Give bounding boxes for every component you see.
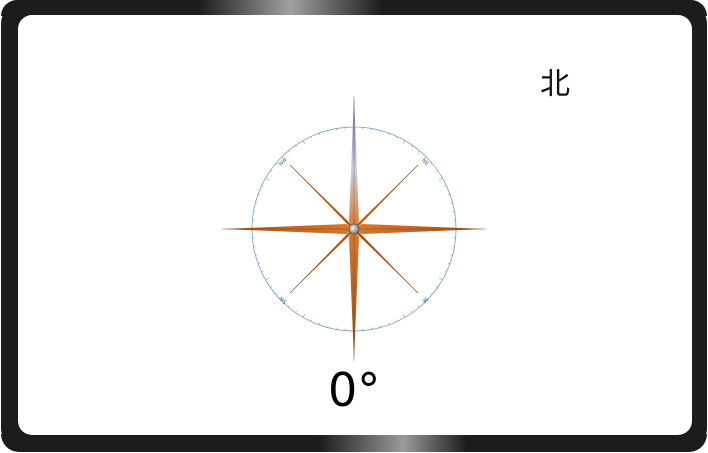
ring-tick — [255, 202, 258, 204]
ring-tick — [327, 325, 329, 328]
ring-tick — [418, 150, 420, 153]
ring-tick — [395, 319, 398, 322]
compass-hub — [348, 223, 360, 235]
ring-tick — [379, 130, 381, 133]
ring-tick — [438, 177, 443, 181]
ring-tick — [327, 130, 329, 133]
direction-label: 北 — [540, 67, 570, 102]
ring-tick — [424, 299, 427, 302]
ring-tick — [430, 293, 433, 295]
ring-label-se: SE — [420, 295, 429, 304]
ring-tick — [387, 322, 390, 325]
ring-tick — [302, 140, 306, 145]
ring-tick — [447, 262, 450, 265]
ring-tick — [430, 163, 433, 165]
ring-tick — [438, 277, 443, 281]
ring-tick — [424, 156, 427, 159]
ring-tick — [281, 156, 284, 159]
ring-tick — [258, 193, 261, 196]
ring-tick — [450, 254, 453, 256]
ring-tick — [379, 325, 381, 328]
ring-tick — [265, 277, 270, 281]
ring-tick — [288, 150, 290, 153]
ring-tick — [258, 262, 261, 265]
ring-tick — [447, 193, 450, 196]
ring-label-sw: SW — [278, 295, 288, 305]
ring-tick — [395, 136, 398, 139]
ring-tick — [450, 202, 453, 204]
ring-tick — [265, 177, 270, 181]
ring-label-ne: NE — [420, 158, 429, 167]
ring-tick — [310, 319, 313, 322]
ring-tick — [270, 170, 273, 172]
ring-tick — [444, 270, 447, 273]
ring-tick — [411, 145, 413, 148]
ring-tick — [435, 286, 438, 288]
heading-readout: 0° — [328, 363, 381, 417]
ring-tick — [435, 170, 438, 172]
ring-tick — [275, 293, 278, 295]
ring-tick — [318, 322, 321, 325]
ring-tick — [444, 185, 447, 188]
ring-tick — [387, 133, 390, 136]
ring-tick — [255, 254, 258, 256]
compass-ticks — [252, 127, 456, 331]
needle-cardinals — [222, 96, 486, 361]
ring-tick — [295, 145, 297, 148]
ring-tick — [318, 133, 321, 136]
ring-tick — [261, 185, 264, 188]
ring-tick — [302, 313, 306, 318]
ring-tick — [402, 313, 406, 318]
ring-tick — [411, 310, 413, 313]
ring-tick — [418, 305, 420, 308]
device-top-bezel — [1, 0, 707, 16]
ring-tick — [295, 310, 297, 313]
compass-rose: NE NW SE SW — [222, 96, 486, 361]
ring-tick — [270, 286, 273, 288]
needle-diagonals — [289, 164, 419, 294]
ring-tick — [402, 140, 406, 145]
ring-tick — [288, 305, 290, 308]
ring-label-nw: NW — [278, 157, 288, 167]
ring-tick — [275, 163, 278, 165]
ring-tick — [310, 136, 313, 139]
ring-tick — [261, 270, 264, 273]
compass-screen: 北 — [18, 15, 692, 435]
ring-tick — [281, 299, 284, 302]
